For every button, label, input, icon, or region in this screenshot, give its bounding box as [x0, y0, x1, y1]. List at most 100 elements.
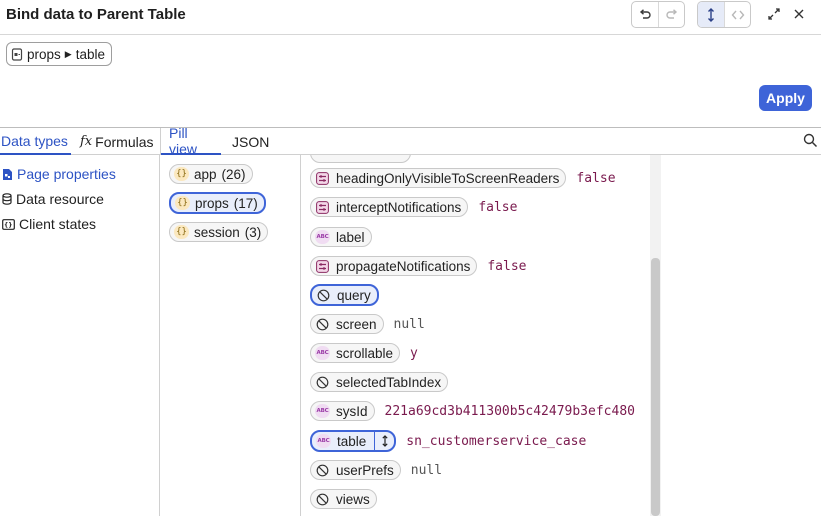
client-state-icon: {}: [2, 218, 15, 230]
property-name: table: [337, 433, 367, 449]
property-value: sn_customerservice_case: [406, 433, 587, 449]
tab-pill-view[interactable]: Pill view: [161, 124, 221, 157]
object-type-icon: [315, 171, 330, 185]
property-value: false: [487, 258, 527, 274]
code-icon: [731, 10, 744, 19]
property-row: propagateNotifications false: [310, 256, 526, 276]
object-badge-icon: {}: [175, 196, 190, 210]
nav-label-page-properties: Page properties: [17, 166, 116, 182]
script-mode-button[interactable]: [724, 2, 750, 27]
property-pill-sysId[interactable]: ABC sysId: [310, 401, 375, 421]
null-type-icon: [315, 492, 330, 506]
property-name: propagateNotifications: [336, 258, 471, 274]
redo-button[interactable]: [658, 2, 684, 27]
property-row: ABC table sn_customerservice_case: [310, 430, 586, 452]
undo-redo-group: [631, 1, 685, 28]
page-icon: [3, 168, 12, 180]
property-row: screen null: [310, 314, 425, 334]
property-pill-screen[interactable]: screen: [310, 314, 384, 334]
path-segment-props: props: [27, 46, 61, 62]
nav-item-data-resource[interactable]: Data resource: [2, 191, 104, 207]
binding-mode-group: [697, 1, 751, 28]
search-icon: [803, 133, 818, 148]
tab-data-types[interactable]: Data types: [0, 128, 71, 155]
bind-toggle-button[interactable]: [374, 432, 394, 450]
scrollbar-thumb[interactable]: [651, 258, 660, 516]
tab-pill-view-label: Pill view: [169, 124, 198, 157]
tab-divider: [160, 128, 161, 155]
svg-text:{}: {}: [4, 222, 13, 229]
property-value: y: [410, 345, 418, 361]
property-row: ABC scrollable y: [310, 343, 418, 363]
expand-button[interactable]: [765, 5, 783, 23]
null-type-icon: [316, 288, 331, 302]
close-icon: [794, 9, 804, 19]
tab-formulas[interactable]: fx Formulas: [80, 128, 154, 155]
object-badge-icon: {}: [174, 225, 189, 239]
property-name: scrollable: [336, 345, 394, 361]
property-row: views: [310, 489, 377, 509]
property-pill-query[interactable]: query: [310, 284, 379, 306]
property-row: query: [310, 284, 379, 306]
property-pill-clipped[interactable]: [310, 155, 411, 163]
category-name: app: [194, 166, 217, 182]
expand-icon: [768, 8, 780, 20]
undo-button[interactable]: [632, 2, 658, 27]
vertical-arrows-icon: [382, 435, 388, 447]
caret-right-icon: ▶: [64, 48, 72, 59]
property-value: null: [393, 316, 425, 332]
data-types-panel: Page properties Data resource {} Client …: [0, 155, 160, 516]
property-value: false: [478, 199, 518, 215]
category-pill-props[interactable]: {} props (17): [169, 192, 266, 214]
string-type-icon: ABC: [315, 404, 330, 418]
database-icon: [2, 193, 12, 205]
string-type-icon: ABC: [315, 346, 330, 360]
object-type-icon: [315, 200, 330, 214]
null-type-icon: [315, 463, 330, 477]
search-button[interactable]: [803, 133, 819, 149]
property-name: sysId: [336, 403, 368, 419]
string-type-icon: ABC: [316, 434, 331, 448]
close-button[interactable]: [790, 5, 808, 23]
category-pill-app[interactable]: {} app (26): [169, 164, 253, 184]
property-pill-label[interactable]: ABC label: [310, 227, 372, 247]
properties-list: headingOnlyVisibleToScreenReaders false …: [302, 155, 821, 516]
property-name: label: [336, 229, 365, 245]
property-name: query: [337, 287, 371, 303]
data-binding-mode-button[interactable]: [698, 2, 724, 27]
object-type-icon: [315, 259, 330, 273]
category-name: props: [195, 195, 229, 211]
property-name: userPrefs: [336, 462, 394, 478]
nav-item-page-properties[interactable]: Page properties: [2, 166, 116, 182]
property-row: userPrefs null: [310, 460, 442, 480]
binding-path-pill[interactable]: props ▶ table: [6, 42, 112, 66]
property-row: ABC sysId 221a69cd3b411300b5c42479b3efc4…: [310, 401, 635, 421]
tab-json-label: JSON: [232, 133, 270, 150]
nav-label-data-resource: Data resource: [16, 191, 104, 207]
property-pill-table[interactable]: ABC table: [310, 430, 397, 452]
property-name: interceptNotifications: [336, 199, 462, 215]
property-pill-interceptNotifications[interactable]: interceptNotifications: [310, 197, 469, 217]
property-pill-userPrefs[interactable]: userPrefs: [310, 460, 401, 480]
property-pill-scrollable[interactable]: ABC scrollable: [310, 343, 401, 363]
property-pill-propagateNotifications[interactable]: propagateNotifications: [310, 256, 478, 276]
category-count: (26): [221, 166, 246, 182]
category-name: session: [194, 224, 240, 240]
category-pill-session[interactable]: {} session (3): [169, 222, 269, 242]
property-name: screen: [336, 316, 377, 332]
property-value: null: [410, 462, 443, 478]
redo-icon: [665, 8, 677, 19]
property-value: 221a69cd3b411300b5c42479b3efc480: [384, 403, 635, 419]
property-row: ABC label: [310, 227, 372, 247]
property-row: selectedTabIndex: [310, 372, 449, 392]
apply-button[interactable]: Apply: [759, 85, 812, 111]
tab-json[interactable]: JSON: [232, 128, 269, 155]
property-pill-selectedTabIndex[interactable]: selectedTabIndex: [310, 372, 449, 392]
modal-title: Bind data to Parent Table: [6, 6, 186, 23]
category-count: (17): [233, 195, 258, 211]
nav-item-client-states[interactable]: {} Client states: [2, 216, 96, 232]
property-pill-headingOnlyVisibleToScreenReaders[interactable]: headingOnlyVisibleToScreenReaders: [310, 168, 567, 188]
property-row: interceptNotifications false: [310, 197, 517, 217]
vertical-arrows-icon: [708, 7, 714, 22]
property-pill-views[interactable]: views: [310, 489, 377, 509]
